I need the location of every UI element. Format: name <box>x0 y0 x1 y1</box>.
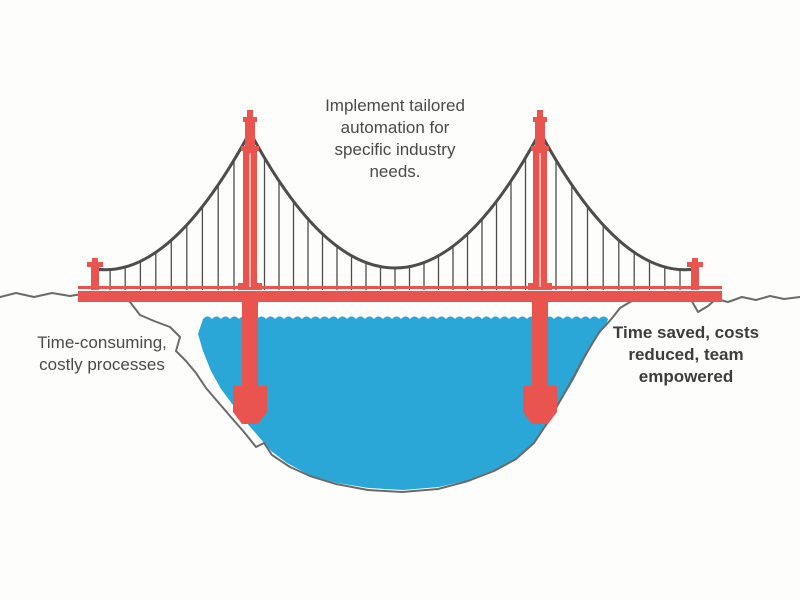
hanger-cables <box>109 157 681 290</box>
right-side-cable <box>538 130 697 272</box>
left-side-cable <box>93 130 252 272</box>
top-caption: Implement tailored automation for specif… <box>325 96 465 181</box>
right-tower <box>523 110 557 424</box>
left-caption: Time-consuming, costly processes <box>37 333 167 374</box>
bridge-deck <box>78 286 722 302</box>
right-caption: Time saved, costs reduced, team empowere… <box>612 323 760 386</box>
left-anchor-post <box>87 258 103 290</box>
right-anchor-post <box>687 258 703 290</box>
left-tower <box>233 110 267 424</box>
center-span-cable <box>248 130 542 270</box>
main-cables <box>93 130 697 272</box>
water <box>198 316 608 490</box>
